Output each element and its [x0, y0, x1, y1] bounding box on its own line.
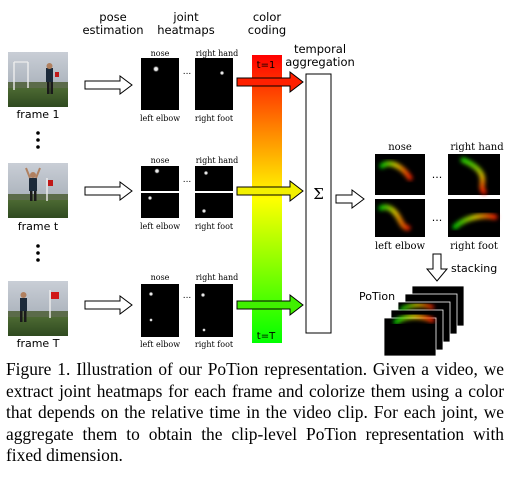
joint-heatmaps-header-line2: heatmaps [157, 23, 214, 37]
heatmap-1-right-foot-label: right foot [195, 114, 234, 123]
heatmap-t-nose-label: nose [151, 156, 170, 165]
output-nose-label: nose [388, 142, 412, 153]
pose-arrow-1 [84, 75, 133, 95]
heatmap-T-nose-spot [148, 291, 154, 297]
heatmap-T-right-hand-spot [200, 292, 206, 298]
heatmap-t-nose-spot [154, 168, 160, 174]
heatmap-t-left-elbow-label: left elbow [140, 222, 180, 231]
heatmap-T-nose-label: nose [151, 273, 170, 282]
heatmap-T-right-foot-label: right foot [195, 340, 234, 349]
heatmap-1-nose [141, 58, 179, 110]
joint-heatmaps-header-line1: joint [172, 10, 199, 24]
heatmap-1-nose-label: nose [151, 49, 170, 58]
temporal-aggregation-header-line1: temporal [294, 42, 346, 56]
heatmap-t-left-elbow [141, 193, 179, 218]
video-frame-1 [8, 52, 68, 107]
heatmap-1-nose-spot [152, 65, 160, 73]
output-nose-trail [379, 161, 413, 181]
frame-t-label: frame t [18, 220, 59, 233]
stacking-arrow [425, 253, 449, 282]
heatmap-T-left-elbow-spot [149, 318, 153, 322]
color-coding-bar [252, 55, 282, 343]
heatmap-1-ellipsis: ... [183, 67, 192, 77]
heatmap-T-right-hand-label: right hand [196, 273, 239, 282]
output-right-foot-label: right foot [450, 241, 498, 252]
heatmap-t-right-hand-label: right hand [196, 156, 239, 165]
heatmap-t-nose [141, 166, 179, 191]
heatmap-t-ellipsis: ... [183, 175, 192, 185]
heatmap-t-right-hand-spot [203, 170, 209, 176]
output-left-elbow-trail [378, 204, 411, 231]
temporal-aggregation-header-line2: aggregation [285, 55, 355, 69]
color-arrow-yellow [236, 179, 304, 203]
color-arrow-green [236, 293, 304, 317]
video-frame-T [8, 281, 68, 336]
output-right-hand-map [448, 154, 500, 195]
color-arrow-red [236, 70, 304, 94]
figure-caption: Figure 1. Illustration of our PoTion rep… [6, 359, 504, 467]
heatmap-1-right-hand-spot [219, 70, 225, 76]
output-left-elbow-label: left elbow [375, 241, 426, 252]
heatmap-t-right-foot-label: right foot [195, 222, 234, 231]
heatmap-1-right-hand [195, 58, 233, 110]
heatmap-T-nose [141, 284, 179, 337]
stacking-label: stacking [451, 262, 497, 275]
output-ellipsis-top: ... [432, 168, 443, 181]
sum-symbol: Σ [313, 185, 324, 203]
heatmap-t-right-hand [195, 166, 233, 191]
color-coding-header-line2: coding [248, 23, 286, 37]
caption-text: Illustration of our PoTion representatio… [6, 359, 504, 465]
color-bar-tT-label: t=T [257, 331, 276, 342]
heatmap-t-left-elbow-spot [147, 195, 153, 201]
output-right-hand-label: right hand [450, 142, 504, 153]
frame-1-label: frame 1 [16, 108, 59, 121]
color-bar-t1-label: t=1 [257, 60, 276, 71]
output-right-foot-trail [452, 213, 498, 230]
heatmap-T-ellipsis: ... [183, 291, 192, 301]
vertical-ellipsis-2 [36, 244, 40, 262]
video-frame-t [8, 163, 68, 218]
caption-label: Figure 1. [6, 359, 71, 379]
color-coding-header-line1: color [253, 10, 282, 24]
pose-arrow-T [84, 295, 133, 315]
output-nose-map [375, 154, 425, 195]
heatmap-T-right-hand [195, 284, 233, 337]
heatmap-t-right-foot [195, 193, 233, 218]
output-right-hand-trail [460, 157, 487, 195]
heatmap-1-left-elbow-label: left elbow [140, 114, 180, 123]
heatmap-T-right-foot-spot [202, 328, 206, 332]
potion-label: PoTion [359, 290, 395, 303]
pose-estimation-header-line1: pose [99, 10, 126, 24]
temporal-aggregation-box [305, 73, 332, 334]
potion-stack [383, 285, 465, 357]
vertical-ellipsis-1 [36, 131, 40, 149]
frame-T-label: frame T [17, 337, 60, 350]
pose-estimation-header-line2: estimation [82, 23, 143, 37]
aggregation-output-arrow [335, 189, 365, 209]
heatmap-T-left-elbow-label: left elbow [140, 340, 180, 349]
output-ellipsis-bottom: ... [432, 211, 443, 224]
heatmap-1-right-hand-label: right hand [196, 49, 239, 58]
pose-arrow-t [84, 181, 133, 201]
heatmap-t-right-foot-spot [201, 208, 207, 214]
